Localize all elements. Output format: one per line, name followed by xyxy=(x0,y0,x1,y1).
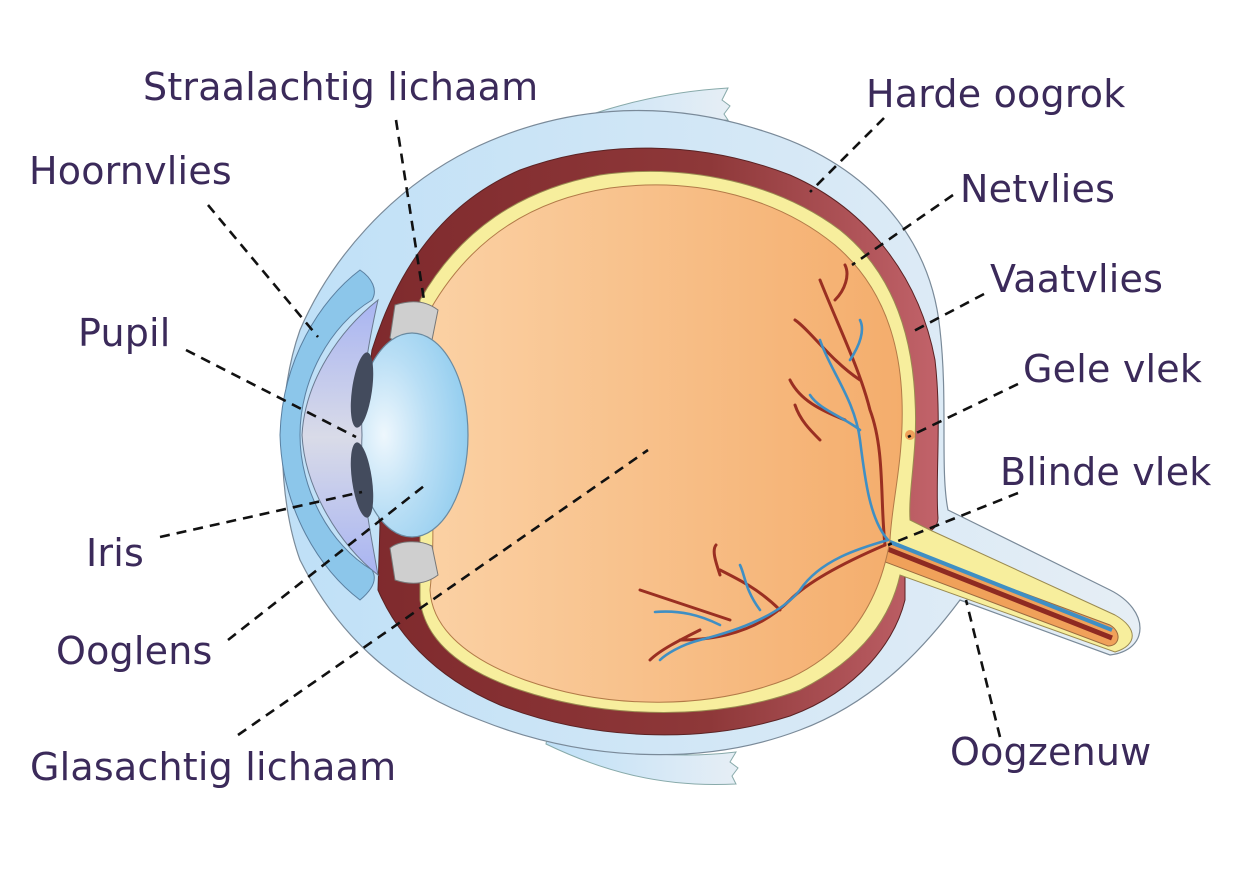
optic-nerve xyxy=(879,538,1119,647)
cornea xyxy=(279,269,375,601)
ciliary-body xyxy=(389,301,439,584)
label-pupil: Pupil xyxy=(78,311,171,355)
label-iris: Iris xyxy=(86,531,144,575)
label-blinde-vlek: Blinde vlek xyxy=(1000,450,1212,494)
lens xyxy=(355,332,469,538)
iris xyxy=(350,352,374,518)
leader-lines xyxy=(159,117,1019,738)
label-harde-oogrok: Harde oogrok xyxy=(866,72,1126,116)
label-oogzenuw: Oogzenuw xyxy=(950,730,1152,774)
label-gele-vlek: Gele vlek xyxy=(1023,347,1203,391)
label-vaatvlies: Vaatvlies xyxy=(990,257,1164,301)
label-netvlies: Netvlies xyxy=(960,167,1116,211)
vitreous-body xyxy=(426,184,903,703)
label-hoornvlies: Hoornvlies xyxy=(29,149,232,193)
label-straalachtig-lichaam: Straalachtig lichaam xyxy=(143,65,539,109)
label-ooglens: Ooglens xyxy=(56,629,213,673)
label-glasachtig-lichaam: Glasachtig lichaam xyxy=(30,745,397,789)
retinal-blood-vessels xyxy=(638,263,890,662)
